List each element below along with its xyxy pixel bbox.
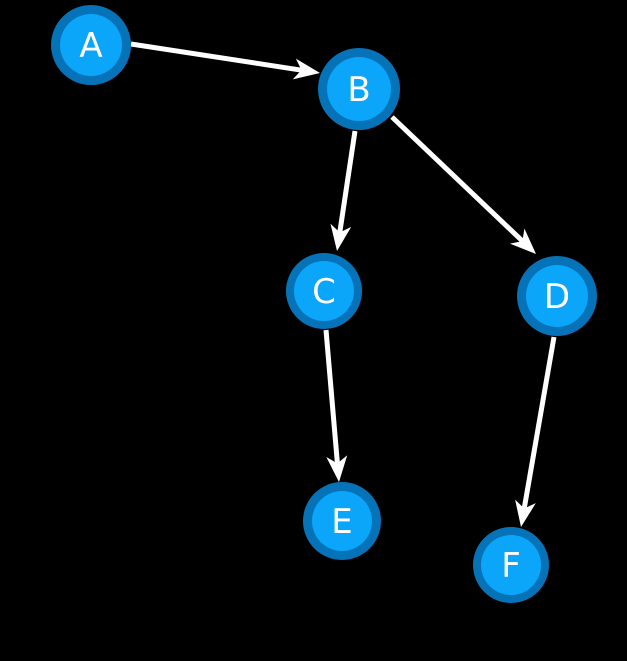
arrowhead-icon bbox=[509, 228, 536, 254]
node-core bbox=[60, 14, 122, 76]
arrowhead-icon bbox=[326, 455, 348, 482]
node-label: A bbox=[79, 26, 102, 66]
node-label: C bbox=[312, 272, 336, 312]
edges-layer bbox=[130, 41, 557, 527]
edge-d-to-f bbox=[515, 336, 557, 527]
node-e[interactable]: E bbox=[303, 482, 381, 560]
node-core bbox=[294, 261, 354, 321]
node-label: F bbox=[501, 546, 521, 586]
edge-shaft bbox=[521, 336, 557, 509]
edge-shaft bbox=[337, 130, 358, 233]
edge-shaft bbox=[323, 329, 340, 464]
node-label: B bbox=[347, 70, 370, 110]
node-f[interactable]: F bbox=[473, 527, 549, 603]
node-d[interactable]: D bbox=[517, 256, 597, 336]
edge-a-to-b bbox=[130, 41, 320, 80]
arrowhead-icon bbox=[330, 223, 352, 251]
node-a[interactable]: A bbox=[51, 5, 131, 85]
node-core bbox=[481, 535, 541, 595]
node-core bbox=[327, 57, 391, 121]
nodes-layer: A B C D E F bbox=[51, 5, 597, 603]
arrowhead-icon bbox=[515, 499, 536, 527]
edge-c-to-e bbox=[323, 329, 348, 482]
edge-b-to-d bbox=[390, 115, 536, 254]
node-label: D bbox=[544, 277, 570, 317]
node-core bbox=[526, 265, 588, 327]
node-core bbox=[312, 491, 372, 551]
edge-b-to-c bbox=[330, 130, 358, 251]
arrowhead-icon bbox=[292, 58, 320, 80]
node-c[interactable]: C bbox=[286, 253, 362, 329]
node-b[interactable]: B bbox=[318, 48, 400, 130]
edge-shaft bbox=[390, 115, 525, 243]
node-label: E bbox=[331, 502, 352, 542]
edge-shaft bbox=[130, 41, 302, 73]
